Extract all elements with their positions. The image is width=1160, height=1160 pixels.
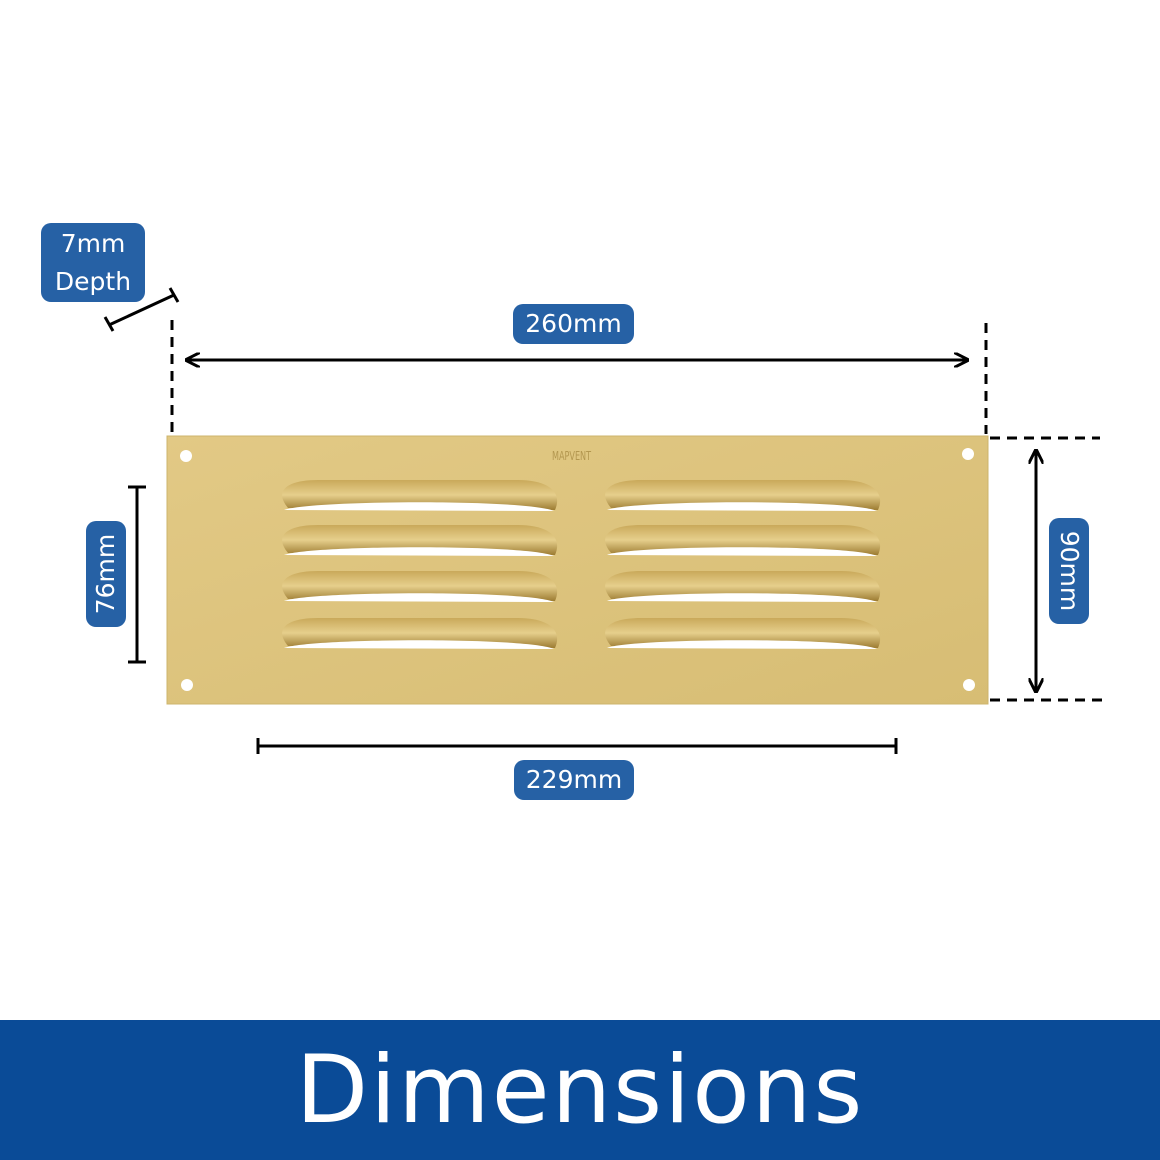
louver-height-label: 76mm (86, 521, 126, 627)
louver-opening (607, 547, 877, 556)
overall-height-label: 90mm (1049, 518, 1089, 624)
louver-blade (282, 571, 558, 601)
title-banner: Dimensions (0, 1020, 1160, 1160)
screw-holes (180, 448, 975, 691)
louver-opening (607, 593, 877, 602)
louver-blade (605, 480, 881, 510)
dimension-lines (103, 287, 1105, 754)
depth-text: Depth (54, 266, 132, 296)
depth-label: 7mm Depth (41, 223, 145, 302)
louver-opening (284, 593, 554, 602)
vent-plate (166, 435, 989, 705)
overall-width-label: 260mm (513, 304, 634, 344)
louver-slots (282, 480, 881, 649)
louver-blade (605, 525, 881, 555)
banner-title: Dimensions (295, 1035, 865, 1145)
louver-opening (284, 640, 554, 649)
louver-width-label: 229mm (514, 760, 634, 800)
louver-opening (607, 640, 877, 649)
louver-blade (282, 480, 558, 510)
louver-blade (605, 618, 881, 648)
louver-blade (282, 525, 558, 555)
louver-opening (607, 502, 877, 511)
louver-opening (284, 547, 554, 556)
louver-opening (284, 502, 554, 511)
brand-logo: MAPVENT (552, 449, 592, 463)
depth-value: 7mm (60, 228, 126, 258)
louver-blade (282, 618, 558, 648)
louver-blade (605, 571, 881, 601)
